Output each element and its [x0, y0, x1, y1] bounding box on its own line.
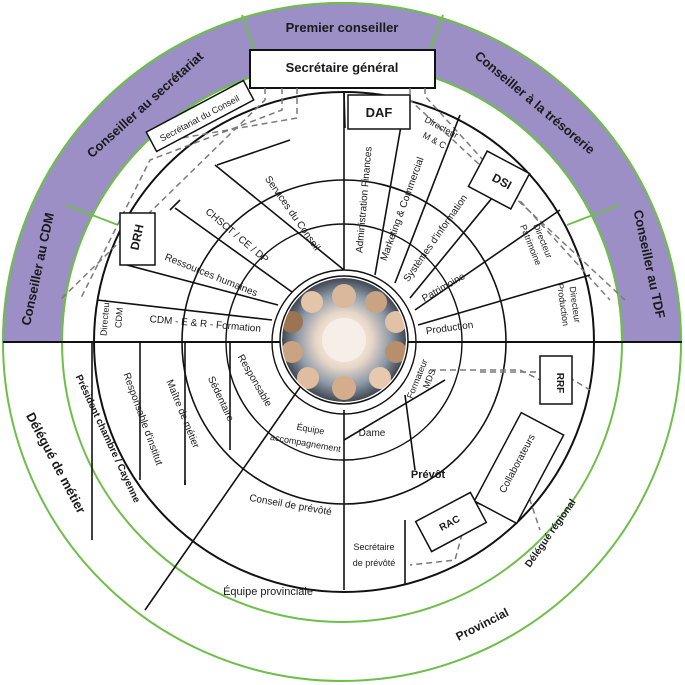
- provincial-label: Provincial: [453, 605, 510, 644]
- secretaire-general-label: Secrétaire général: [286, 60, 399, 75]
- secretaire-prevote-label-2: de prévôté: [353, 558, 396, 568]
- right-top-dividers: [343, 91, 591, 326]
- delegue-metier-label: Délégué de métier: [23, 410, 89, 516]
- secretaire-general-box: [249, 49, 436, 89]
- production-label: Production: [425, 320, 474, 338]
- directeur-cdm-label-1: Directeur: [98, 299, 111, 336]
- conseil-prevote-label: Conseil de prévôté: [248, 493, 332, 518]
- responsable-label: Responsable: [235, 353, 274, 409]
- drh-label: DRH: [128, 223, 147, 251]
- band-divider: [65, 204, 119, 226]
- responsable-institut-label: Responsable d'institut: [121, 371, 165, 467]
- dsi-box: [467, 150, 531, 210]
- left-bottom-dividers: [91, 342, 306, 611]
- premier-conseiller-label: Premier conseiller: [286, 20, 399, 35]
- left-top-dividers: [96, 139, 345, 321]
- team-photo-icon: [279, 275, 409, 405]
- rac-box: [414, 491, 488, 553]
- equipe-accompagnement-label-1: Équipe: [296, 422, 325, 437]
- drh-box: [119, 212, 156, 266]
- band-divider: [566, 204, 620, 226]
- dame-label: Dame: [359, 428, 386, 439]
- sedentaire-label: Sédentaire: [205, 375, 236, 424]
- rrf-label: RRF: [554, 373, 565, 394]
- maitre-metier-label: Maître de métier: [164, 378, 202, 450]
- daf-label: DAF: [366, 105, 393, 120]
- collaborateurs-box: [473, 411, 565, 525]
- directeur-cdm-label-2: CDM: [113, 307, 125, 328]
- ressources-humaines-label: Ressources humaines: [163, 252, 259, 299]
- daf-box: [347, 94, 411, 130]
- secretariat-conseil-box: [145, 79, 255, 153]
- prevot-label: Prévôt: [411, 469, 446, 481]
- equipe-accompagnement-label-2: accompagnement: [269, 432, 342, 454]
- services-conseil-label: Services du Conseil: [262, 174, 322, 253]
- secretaire-prevote-label-1: Secrétaire: [353, 542, 394, 552]
- rrf-box: [539, 355, 573, 405]
- administration-finances-label: Administration Finances: [354, 146, 374, 253]
- equipe-provinciale-label: Équipe provinciale: [223, 585, 313, 598]
